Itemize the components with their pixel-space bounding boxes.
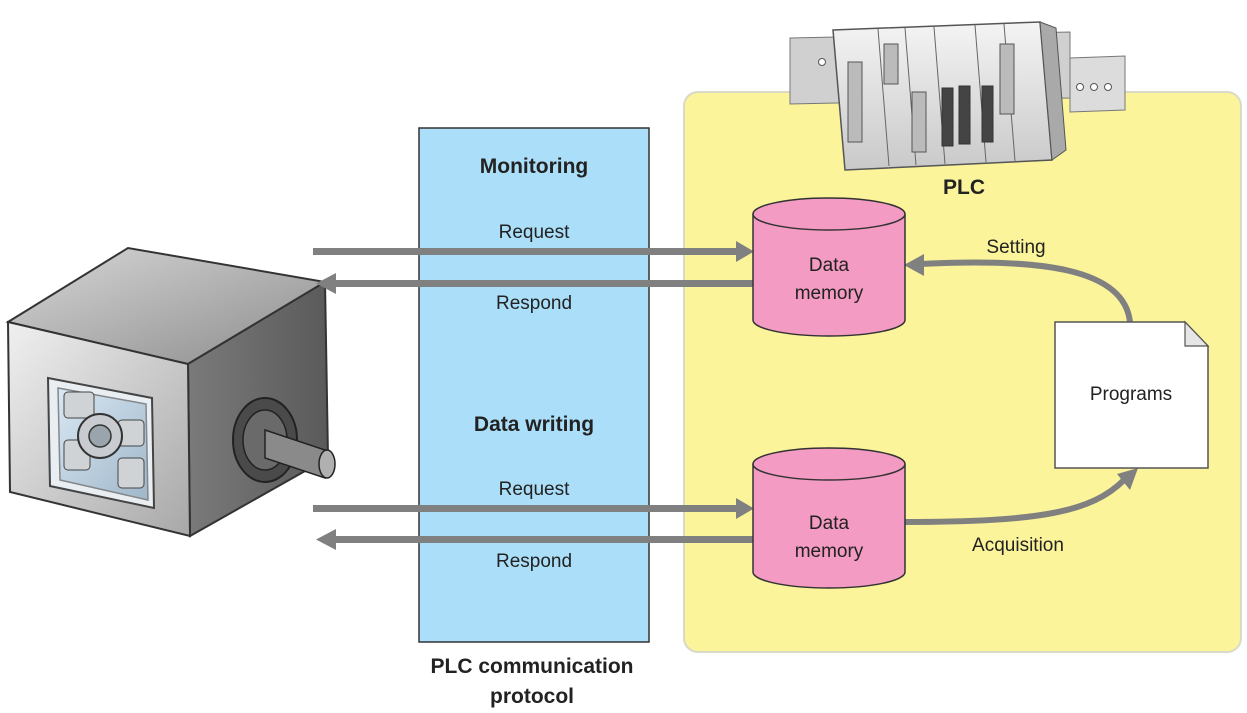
acquisition-label: Acquisition [972,535,1064,556]
setting-arrow [904,254,1133,323]
protocol-caption-line2: protocol [490,685,574,708]
acquisition-arrow [903,468,1138,525]
protocol-caption-line1: PLC communication [430,655,633,678]
setting-label: Setting [986,237,1045,258]
monitoring-respond-arrow [316,273,753,294]
data-memory-lower [752,447,906,589]
data-memory-lower-label-1: Data [809,513,850,534]
data-writing-request-arrow [313,498,754,519]
programs-document-icon [1054,320,1210,469]
plc-hardware-icon [789,21,1126,171]
data-writing-respond-arrow [316,529,753,550]
protocol-column [418,127,650,643]
monitoring-request-label: Request [499,222,570,243]
data-writing-respond-label: Respond [496,551,572,572]
sensor-device-icon [5,246,336,538]
data-writing-request-label: Request [499,479,570,500]
data-memory-upper [752,197,906,337]
plc-title: PLC [943,176,985,199]
data-memory-lower-label-2: memory [795,541,864,562]
programs-label: Programs [1090,384,1172,405]
data-writing-title: Data writing [474,413,594,436]
data-memory-upper-label-1: Data [809,255,850,276]
monitoring-respond-label: Respond [496,293,572,314]
data-memory-upper-label-2: memory [795,283,864,304]
monitoring-request-arrow [313,241,754,262]
monitoring-title: Monitoring [480,155,588,178]
